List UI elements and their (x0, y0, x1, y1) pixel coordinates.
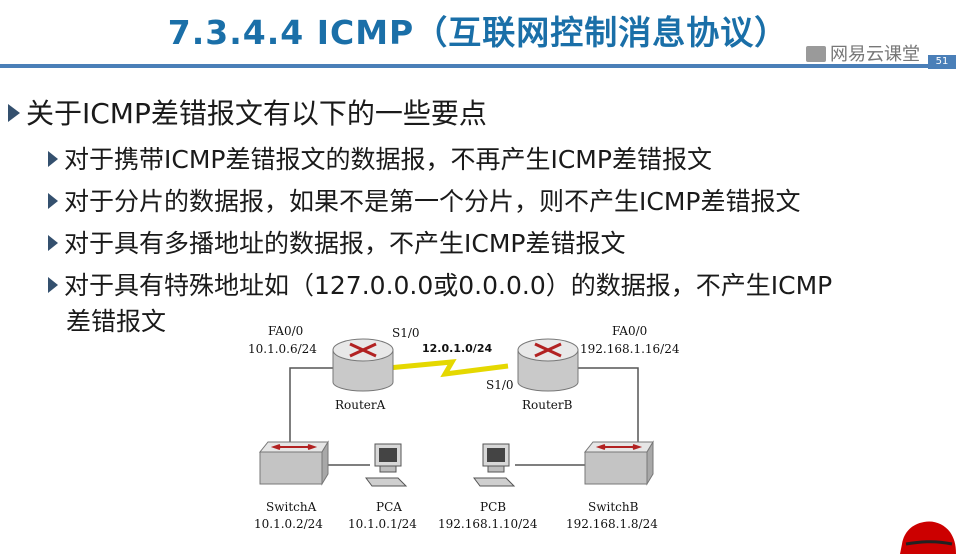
sub-bullet-text: 对于携带ICMP差错报文的数据报，不再产生ICMP差错报文 (64, 145, 712, 174)
routerA-icon (332, 338, 394, 392)
watermark: 网易云课堂 (806, 40, 920, 66)
bullet-arrow-icon (8, 104, 20, 122)
slide-title: 7.3.4.4 ICMP（互联网控制消息协议） (167, 13, 789, 52)
sub-bullet-text: 对于具有特殊地址如（127.0.0.0或0.0.0.0）的数据报，不产生ICMP (64, 271, 833, 300)
main-bullet: 关于ICMP差错报文有以下的一些要点 (8, 92, 487, 132)
book-icon (806, 46, 826, 62)
watermark-text: 网易云课堂 (830, 44, 920, 65)
routerB-port-s: S1/0 (486, 378, 514, 392)
redhat-logo-icon (900, 521, 956, 554)
switchB-ip: 192.168.1.8/24 (566, 517, 658, 531)
routerA-port-s: S1/0 (392, 326, 420, 340)
pcA-icon (365, 443, 408, 487)
sub-bullet-text: 对于分片的数据报，如果不是第一个分片，则不产生ICMP差错报文 (64, 187, 801, 216)
sub-bullet-2: 对于分片的数据报，如果不是第一个分片，则不产生ICMP差错报文 (48, 182, 800, 218)
sub-bullet-4-continuation: 差错报文 (66, 302, 166, 338)
sub-bullet-text: 差错报文 (66, 307, 167, 336)
routerA-ip: 10.1.0.6/24 (248, 342, 317, 356)
network-diagram: FA0/0 10.1.0.6/24 S1/0 12.0.1.0/24 Route… (240, 320, 700, 551)
pcA-name: PCA (376, 500, 402, 514)
routerA-port-fa: FA0/0 (268, 324, 304, 338)
bullet-arrow-icon (48, 193, 58, 209)
link-routerA-switchA (289, 367, 340, 450)
link-routerB-switchB (570, 367, 639, 450)
switchB-icon (583, 440, 654, 486)
sub-bullet-1: 对于携带ICMP差错报文的数据报，不再产生ICMP差错报文 (48, 140, 712, 176)
routerA-name: RouterA (335, 398, 386, 412)
main-bullet-text: 关于ICMP差错报文有以下的一些要点 (26, 97, 487, 130)
pcA-ip: 10.1.0.1/24 (348, 517, 417, 531)
sub-bullet-4: 对于具有特殊地址如（127.0.0.0或0.0.0.0）的数据报，不产生ICMP (48, 266, 832, 302)
switchB-name: SwitchB (588, 500, 639, 514)
sub-bullet-3: 对于具有多播地址的数据报，不产生ICMP差错报文 (48, 224, 625, 260)
sub-bullet-text: 对于具有多播地址的数据报，不产生ICMP差错报文 (64, 229, 626, 258)
pcB-icon (473, 443, 516, 487)
pcB-ip: 192.168.1.10/24 (438, 517, 538, 531)
bullet-arrow-icon (48, 235, 58, 251)
switchA-name: SwitchA (266, 500, 317, 514)
title-divider (0, 64, 956, 68)
pcB-name: PCB (480, 500, 507, 514)
bullet-arrow-icon (48, 151, 58, 167)
topology-svg (258, 338, 654, 487)
serial-network: 12.0.1.0/24 (422, 342, 493, 355)
page-number: 51 (928, 55, 956, 69)
routerB-ip: 192.168.1.16/24 (580, 342, 680, 356)
routerB-icon (517, 338, 579, 392)
bullet-arrow-icon (48, 277, 58, 293)
switchA-icon (258, 440, 329, 486)
routerB-port-fa: FA0/0 (612, 324, 648, 338)
switchA-ip: 10.1.0.2/24 (254, 517, 323, 531)
routerB-name: RouterB (522, 398, 573, 412)
serial-link-icon (387, 359, 509, 378)
